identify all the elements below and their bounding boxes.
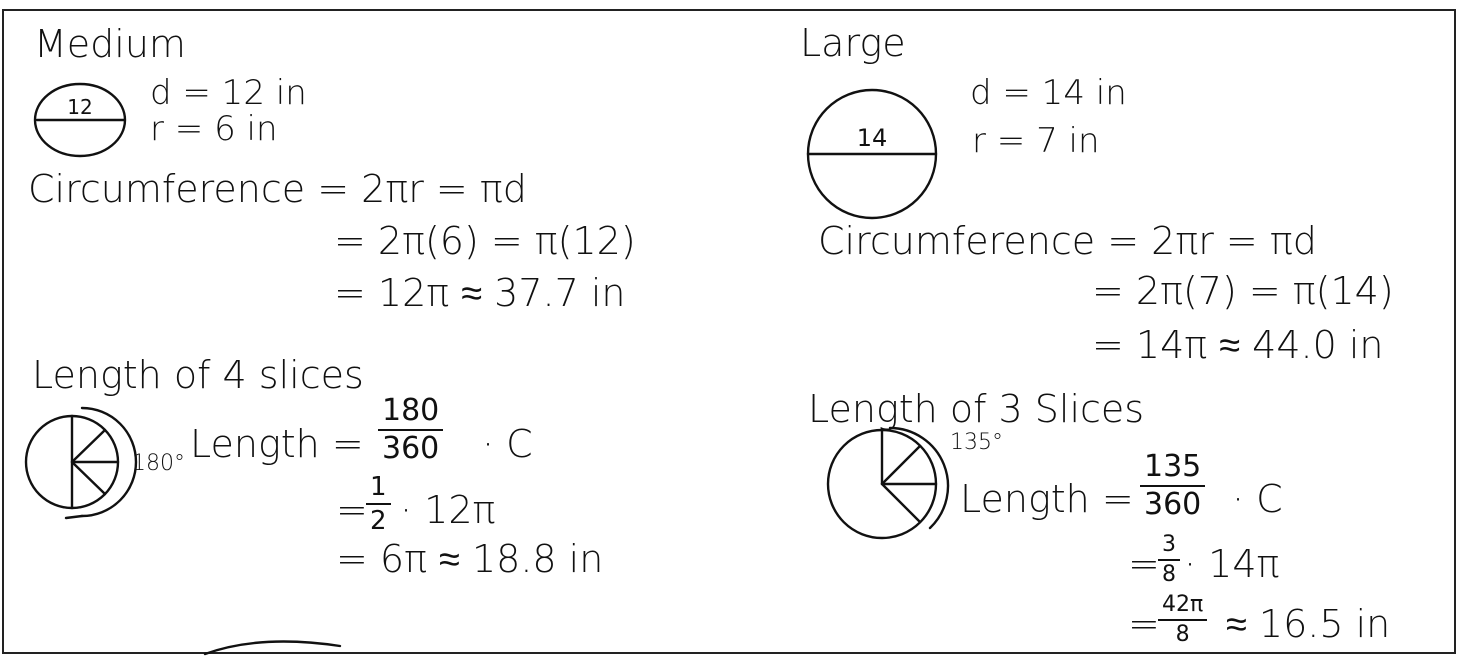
large-circumference-line1: Circumference = 2πr = πd	[818, 219, 1317, 263]
large-f3-denominator: 8	[1175, 622, 1190, 647]
large-three-eighths-fraction: 3 8	[1158, 534, 1180, 586]
large-angle-fraction: 135 360	[1140, 452, 1206, 522]
medium-half-denominator: 2	[370, 506, 387, 536]
medium-pizza-circle: 12	[33, 82, 127, 158]
large-fraction-denominator: 360	[1144, 487, 1202, 522]
medium-length-line2-eq: =	[336, 488, 368, 532]
medium-circumference-line2: = 2π(6) = π(12)	[334, 219, 636, 263]
medium-radius: r = 6 in	[150, 109, 278, 149]
medium-sliced-circle	[24, 406, 138, 520]
large-length-line3-eq: =	[1128, 602, 1160, 646]
medium-length-tail: · C	[482, 422, 533, 466]
large-42pi-fraction: 42π 8	[1158, 594, 1208, 647]
medium-fraction-numerator: 180	[378, 396, 444, 431]
large-length-line2-tail: · 14π	[1184, 542, 1280, 586]
large-length-line2-eq: =	[1128, 542, 1160, 586]
medium-circle-label: 12	[67, 95, 92, 119]
large-circle-label: 14	[857, 124, 888, 152]
large-f2-denominator: 8	[1162, 562, 1176, 587]
medium-half-fraction: 1 2	[366, 474, 391, 534]
large-slices-title: Length of 3 Slices	[808, 387, 1145, 431]
medium-length-line2-tail: · 12π	[400, 488, 496, 532]
medium-circumference-line1: Circumference = 2πr = πd	[28, 167, 527, 211]
large-radius: r = 7 in	[972, 121, 1100, 161]
large-length-line3-tail: ≈ 16.5 in	[1226, 602, 1391, 646]
medium-length-line3: = 6π ≈ 18.8 in	[336, 537, 604, 581]
large-circumference-line3: = 14π ≈ 44.0 in	[1092, 323, 1384, 367]
medium-angle-fraction: 180 360	[378, 396, 444, 466]
medium-half-numerator: 1	[366, 474, 391, 505]
medium-length-lead: Length =	[190, 422, 364, 466]
medium-slices-title: Length of 4 slices	[32, 353, 364, 397]
large-fraction-numerator: 135	[1140, 452, 1206, 487]
medium-title: Medium	[34, 22, 186, 66]
large-length-lead: Length =	[960, 477, 1134, 521]
medium-fraction-denominator: 360	[382, 431, 440, 466]
large-title: Large	[800, 21, 906, 65]
large-angle-label: 135°	[950, 430, 1003, 455]
large-diameter: d = 14 in	[970, 73, 1127, 113]
medium-circumference-line3: = 12π ≈ 37.7 in	[334, 271, 626, 315]
large-f2-numerator: 3	[1158, 534, 1180, 561]
large-pizza-circle: 14	[806, 88, 938, 220]
medium-diameter: d = 12 in	[150, 73, 307, 113]
partial-sketch-bottom	[203, 640, 342, 656]
large-sliced-circle	[826, 426, 950, 540]
large-length-tail: · C	[1232, 477, 1283, 521]
large-f3-numerator: 42π	[1158, 594, 1208, 621]
medium-angle-label: 180°	[132, 451, 185, 476]
worksheet-frame	[2, 9, 1456, 654]
large-circumference-line2: = 2π(7) = π(14)	[1092, 269, 1394, 313]
